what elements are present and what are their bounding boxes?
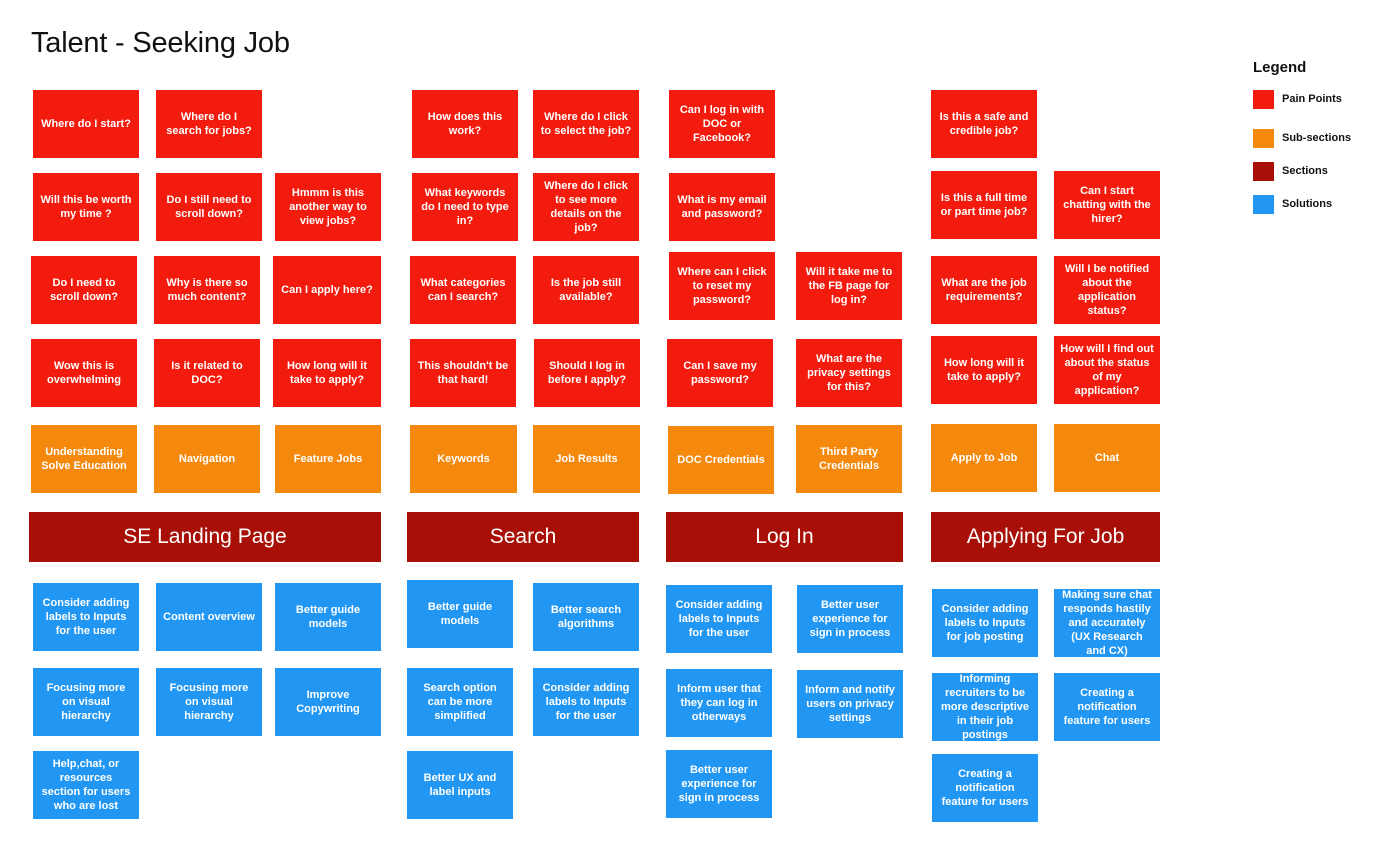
sub-section-note: Understanding Solve Education <box>31 425 137 493</box>
solution-note: Informing recruiters to be more descript… <box>932 673 1038 741</box>
sub-section-note: Apply to Job <box>931 424 1037 492</box>
solution-note: Content overview <box>156 583 262 651</box>
sub-section-note: Feature Jobs <box>275 425 381 493</box>
legend-swatch <box>1253 128 1274 148</box>
pain-point-note: Should I log in before I apply? <box>534 339 640 407</box>
solution-note: Creating a notification feature for user… <box>1054 673 1160 741</box>
pain-point-note: Do I need to scroll down? <box>31 256 137 324</box>
legend-label: Pain Points <box>1282 93 1342 105</box>
pain-point-note: Where do I click to see more details on … <box>533 173 639 241</box>
solution-note: Search option can be more simplified <box>407 668 513 736</box>
solution-note: Focusing more on visual hierarchy <box>156 668 262 736</box>
pain-point-note: Is this a safe and credible job? <box>931 90 1037 158</box>
section-banner: SE Landing Page <box>29 512 381 562</box>
pain-point-note: Where can I click to reset my password? <box>669 252 775 320</box>
sub-section-note: Keywords <box>410 425 517 493</box>
pain-point-note: What is my email and password? <box>669 173 775 241</box>
solution-note: Consider adding labels to Inputs for the… <box>33 583 139 651</box>
solution-note: Better guide models <box>275 583 381 651</box>
legend-item-solutions: Solutions <box>1253 194 1332 214</box>
legend-item-sections: Sections <box>1253 161 1328 181</box>
section-banner: Search <box>407 512 639 562</box>
solution-note: Better user experience for sign in proce… <box>797 585 903 653</box>
solution-note: Inform user that they can log in otherwa… <box>666 669 772 737</box>
pain-point-note: What are the job requirements? <box>931 256 1037 324</box>
sub-section-note: Job Results <box>533 425 640 493</box>
pain-point-note: What keywords do I need to type in? <box>412 173 518 241</box>
pain-point-note: Is it related to DOC? <box>154 339 260 407</box>
legend-swatch <box>1253 194 1274 214</box>
pain-point-note: What categories can I search? <box>410 256 516 324</box>
legend-label: Solutions <box>1282 198 1333 210</box>
pain-point-note: Is the job still available? <box>533 256 639 324</box>
pain-point-note: Is this a full time or part time job? <box>931 171 1037 239</box>
legend-label: Sections <box>1282 165 1328 177</box>
solution-note: Making sure chat responds hastily and ac… <box>1054 589 1160 657</box>
solution-note: Better guide models <box>407 580 513 648</box>
solution-note: Consider adding labels to Inputs for job… <box>932 589 1038 657</box>
sub-section-note: Third Party Credentials <box>796 425 902 493</box>
legend-swatch <box>1253 161 1274 181</box>
legend-title: Legend <box>1253 59 1307 76</box>
sub-section-note: Chat <box>1054 424 1160 492</box>
pain-point-note: Where do I search for jobs? <box>156 90 262 158</box>
pain-point-note: Will I be notified about the application… <box>1054 256 1160 324</box>
solution-note: Better search algorithms <box>533 583 639 651</box>
pain-point-note: Can I apply here? <box>273 256 381 324</box>
solution-note: Consider adding labels to Inputs for the… <box>533 668 639 736</box>
pain-point-note: Wow this is overwhelming <box>31 339 137 407</box>
section-banner: Log In <box>666 512 903 562</box>
pain-point-note: How long will it take to apply? <box>931 336 1037 404</box>
pain-point-note: Why is there so much content? <box>154 256 260 324</box>
solution-note: Improve Copywriting <box>275 668 381 736</box>
pain-point-note: Do I still need to scroll down? <box>156 173 262 241</box>
pain-point-note: Can I save my password? <box>667 339 773 407</box>
board-title: Talent - Seeking Job <box>31 27 290 59</box>
pain-point-note: This shouldn't be that hard! <box>410 339 516 407</box>
legend-item-sub-sections: Sub-sections <box>1253 128 1351 148</box>
solution-note: Creating a notification feature for user… <box>932 754 1038 822</box>
pain-point-note: Will this be worth my time ? <box>33 173 139 241</box>
pain-point-note: What are the privacy settings for this? <box>796 339 902 407</box>
solution-note: Better user experience for sign in proce… <box>666 750 772 818</box>
solution-note: Help,chat, or resources section for user… <box>33 751 139 819</box>
pain-point-note: Where do I click to select the job? <box>533 90 639 158</box>
pain-point-note: Where do I start? <box>33 90 139 158</box>
legend-label: Sub-sections <box>1282 132 1352 144</box>
pain-point-note: Can I log in with DOC or Facebook? <box>669 90 775 158</box>
sub-section-note: Navigation <box>154 425 260 493</box>
solution-note: Focusing more on visual hierarchy <box>33 668 139 736</box>
pain-point-note: Can I start chatting with the hirer? <box>1054 171 1160 239</box>
pain-point-note: Will it take me to the FB page for log i… <box>796 252 902 320</box>
sub-section-note: DOC Credentials <box>668 426 774 494</box>
solution-note: Inform and notify users on privacy setti… <box>797 670 903 738</box>
section-banner: Applying For Job <box>931 512 1160 562</box>
solution-note: Consider adding labels to Inputs for the… <box>666 585 772 653</box>
pain-point-note: How will I find out about the status of … <box>1054 336 1160 404</box>
legend-item-pain-points: Pain Points <box>1253 89 1342 109</box>
legend-swatch <box>1253 89 1274 109</box>
pain-point-note: How long will it take to apply? <box>273 339 381 407</box>
pain-point-note: How does this work? <box>412 90 518 158</box>
solution-note: Better UX and label inputs <box>407 751 513 819</box>
pain-point-note: Hmmm is this another way to view jobs? <box>275 173 381 241</box>
